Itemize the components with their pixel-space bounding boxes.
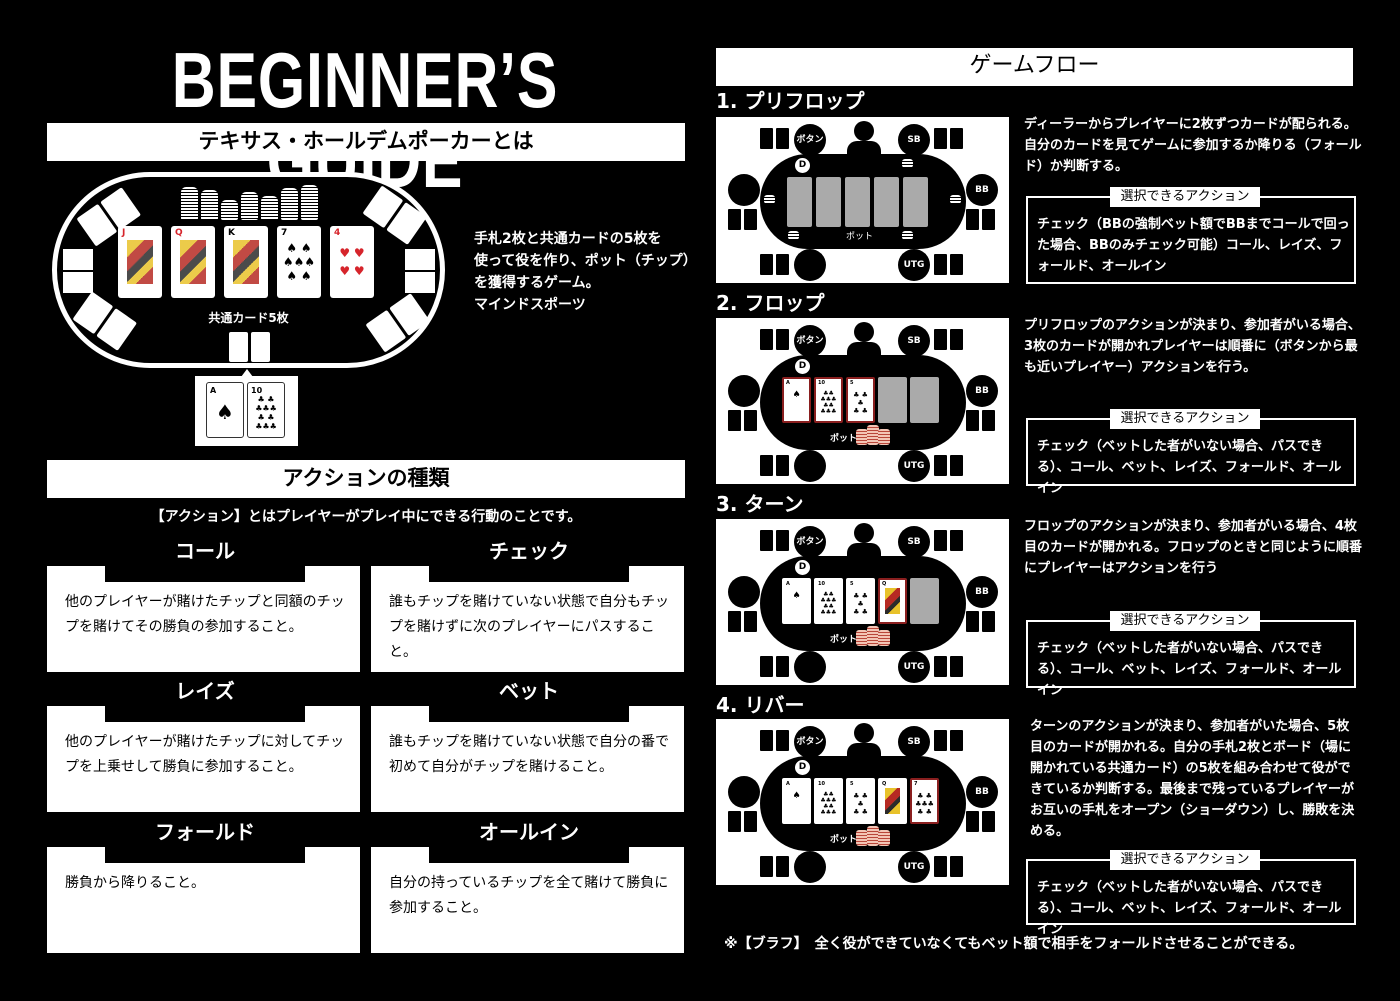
seat-utg: UTG [898, 450, 930, 482]
action-card-all-in: オールイン 自分の持っているチップを全て賭けて勝負に参加すること。 [371, 820, 684, 953]
stage-diagram-preflop: ボタン SB BB UTG D ポット [716, 117, 1009, 283]
seat-bb: BB [966, 576, 998, 608]
seat-sb: SB [898, 124, 930, 156]
seat-utg: UTG [898, 851, 930, 883]
dealer-button-icon: D [795, 359, 810, 374]
seat-button: ボタン [794, 325, 826, 357]
dealer-button-icon: D [795, 760, 810, 775]
stage-title-turn: 3. ターン [716, 492, 804, 516]
seat-left [728, 576, 760, 608]
action-card-fold: フォールド 勝負から降りること。 [47, 820, 360, 953]
intro-heading: テキサス・ホールデムポーカーとは [47, 123, 685, 161]
seat-utg: UTG [898, 249, 930, 281]
player-hand-box: A ♠ 10 ♣ ♣♣♣♣♣ ♣♣♣♣ [195, 376, 298, 446]
seat-bottom [794, 651, 826, 683]
seat-bottom [794, 249, 826, 281]
stage-diagram-river: ボタン SB BB UTG D A♠ 10♣♣♣♣♣♣♣♣♣♣ 5♣ ♣♣♣ ♣… [716, 719, 1009, 885]
dealer-button-icon: D [795, 560, 810, 575]
pot-chips-icon [856, 626, 890, 646]
table: D A♠ 10♣♣♣♣♣♣♣♣♣♣ 5♣ ♣♣♣ ♣ Q 7♣ ♣♣♣♣♣ ♣ … [760, 756, 966, 851]
stage-desc-turn: フロップのアクションが決まり、参加者がいる場合、4枚目のカードが開かれる。フロッ… [1024, 519, 1363, 576]
pot-chips-icon [856, 826, 890, 846]
stage-actions-river: 選択できるアクション チェック（ベットした者がいない場合、パスできる）、コール、… [1026, 850, 1356, 937]
seat-left [728, 174, 760, 206]
chip-stacks-icon [181, 185, 331, 220]
seat-left [728, 776, 760, 808]
action-card-check: チェック 誰もチップを賭けていない状態で自分もチップを賭けずに次のプレイヤーにパ… [371, 539, 684, 672]
action-card-bet: ベット 誰もチップを賭けていない状態で自分の番で初めて自分がチップを賭けること。 [371, 679, 684, 812]
community-card-4: 7 ♠ ♠♠♠♠♠ ♠ [277, 226, 321, 298]
stage-diagram-turn: ボタン SB BB UTG D A♠ 10♣♣♣♣♣♣♣♣♣♣ 5♣ ♣♣♣ ♣… [716, 519, 1009, 685]
hand-card-2: 10 ♣ ♣♣♣♣♣ ♣♣♣♣ [247, 382, 285, 438]
stage-desc-flop: プリフロップのアクションが決まり、参加者がいる場合、3枚のカードが開かれプレイヤ… [1024, 318, 1361, 375]
stage-actions-preflop: 選択できるアクション チェック（BBの強制ベット額でBBまでコールで回った場合、… [1026, 187, 1356, 284]
stage-title-river: 4. リバー [716, 693, 805, 717]
seat-sb: SB [898, 325, 930, 357]
bluff-note: ※【ブラフ】 全く役ができていなくてもベット額で相手をフォールドさせることができ… [724, 936, 1304, 952]
stage-title-preflop: 1. プリフロップ [716, 89, 865, 113]
dealer-icon [854, 723, 874, 743]
stage-desc-preflop: ディーラーからプレイヤーに2枚ずつカードが配られる。自分のカードを見てゲームに参… [1024, 117, 1362, 174]
pot-chips-icon [856, 425, 890, 445]
dealer-icon [854, 121, 874, 141]
intro-description: 手札2枚と共通カードの5枚を 使って役を作り、ポット（チップ） を獲得するゲーム… [474, 231, 697, 313]
dealer-icon [854, 322, 874, 342]
community-card-1: J [118, 226, 162, 298]
game-flow-heading: ゲームフロー [716, 48, 1353, 86]
seat-sb: SB [898, 526, 930, 558]
stage-actions-turn: 選択できるアクション チェック（ベットした者がいない場合、パスできる）、コール、… [1026, 611, 1356, 698]
seat-button: ボタン [794, 124, 826, 156]
seat-sb: SB [898, 726, 930, 758]
seat-bottom [794, 851, 826, 883]
community-card-2: Q [171, 226, 215, 298]
table: D A♠ 10♣♣♣♣♣♣♣♣♣♣ 5♣ ♣♣♣ ♣ ポット [760, 355, 966, 450]
hand-card-1: A ♠ [206, 382, 244, 438]
seat-bottom [794, 450, 826, 482]
stage-actions-flop: 選択できるアクション チェック（ベットした者がいない場合、パスできる）、コール、… [1026, 409, 1356, 496]
seat-bb: BB [966, 375, 998, 407]
seat-left [728, 375, 760, 407]
dealer-button-icon: D [795, 158, 810, 173]
community-cards-label: 共通カード5枚 [208, 311, 289, 325]
action-card-call: コール 他のプレイヤーが賭けたチップと同額のチップを賭けてその勝負の参加すること… [47, 539, 360, 672]
community-card-3: K [224, 226, 268, 298]
stage-desc-river: ターンのアクションが決まり、参加者がいた場合、5枚目のカードが開かれる。自分の手… [1030, 719, 1355, 839]
seat-bb: BB [966, 776, 998, 808]
actions-heading: アクションの種類 [47, 460, 685, 498]
seat-utg: UTG [898, 651, 930, 683]
dealer-icon [854, 523, 874, 543]
seat-bb: BB [966, 174, 998, 206]
stage-title-flop: 2. フロップ [716, 291, 825, 315]
seat-button: ボタン [794, 726, 826, 758]
stage-diagram-flop: ボタン SB BB UTG D A♠ 10♣♣♣♣♣♣♣♣♣♣ 5♣ ♣♣♣ ♣… [716, 318, 1009, 484]
poker-table-illustration: J Q K 7 ♠ ♠♠♠♠♠ ♠ 4 ♥ ♥♥ ♥ 共通カード5枚 [52, 172, 445, 368]
seat-button: ボタン [794, 526, 826, 558]
actions-intro: 【アクション】とはプレイヤーがプレイ中にできる行動のことです。 [150, 509, 582, 525]
table: D A♠ 10♣♣♣♣♣♣♣♣♣♣ 5♣ ♣♣♣ ♣ Q ポット [760, 556, 966, 651]
table: D ポット [760, 154, 966, 249]
community-card-5: 4 ♥ ♥♥ ♥ [330, 226, 374, 298]
action-card-raise: レイズ 他のプレイヤーが賭けたチップに対してチップを上乗せして勝負に参加すること… [47, 679, 360, 812]
